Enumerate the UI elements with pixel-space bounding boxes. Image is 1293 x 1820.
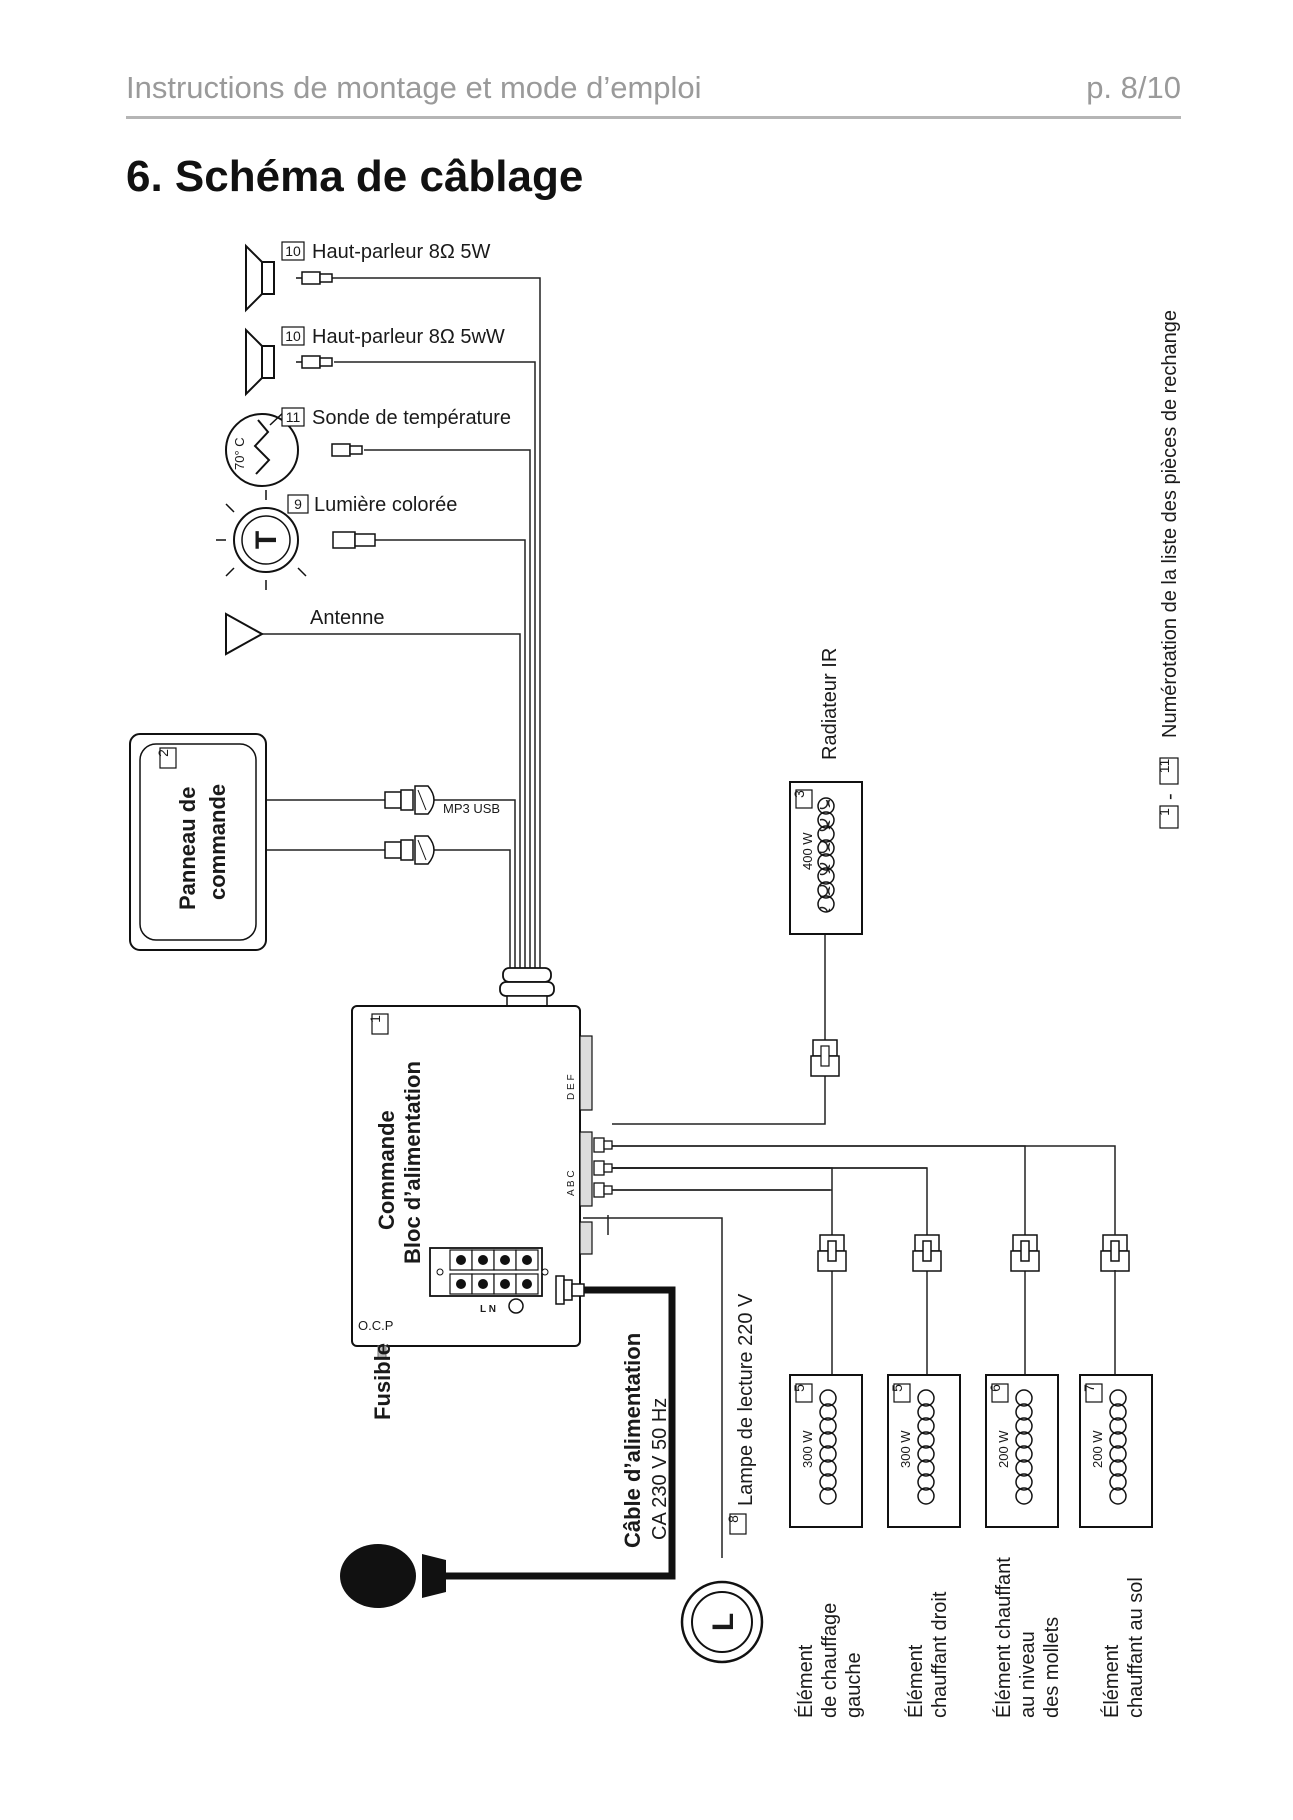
- heater-left-label-line2: de chauffage: [819, 1603, 841, 1718]
- heater-floor: 7 200 W Élément chauffant au sol: [1079, 1374, 1153, 1718]
- legend-range-end: 11: [1156, 759, 1172, 774]
- control-box-label-line2: Bloc d’alimentation: [400, 1061, 425, 1264]
- lamp-letter: L: [707, 1613, 740, 1631]
- speaker-icon: [245, 327, 275, 397]
- connector-icon: [331, 443, 363, 457]
- part-number: 11: [286, 409, 301, 425]
- antenna-label: Antenne: [310, 607, 385, 629]
- ir-radiator-label: Radiateur IR: [819, 648, 841, 760]
- port-labels-def: D E F: [566, 1074, 577, 1100]
- temperature-sensor: 70° C 11 Sonde de température: [225, 407, 511, 487]
- speaker-2-label: Haut-parleur 8Ω 5wW: [312, 326, 505, 348]
- heater-floor-label-line2: chauffant au sol: [1125, 1577, 1147, 1718]
- connector-icon: [296, 355, 333, 369]
- ground-icon: [508, 1298, 524, 1314]
- control-panel-label-line2: commande: [205, 784, 230, 900]
- speaker-1-label: Haut-parleur 8Ω 5W: [312, 241, 490, 263]
- part-number: 5: [791, 1384, 807, 1392]
- part-number: 10: [285, 328, 301, 344]
- section-title: 6. Schéma de câblage: [126, 152, 584, 201]
- heater-right-power: 300 W: [898, 1430, 913, 1468]
- heater-right-label-line1: Élément: [904, 1644, 927, 1718]
- reading-lamp: L 8 Lampe de lecture 220 V: [680, 1293, 764, 1664]
- heater-left-label-line3: gauche: [843, 1652, 865, 1718]
- light-letter: T: [250, 531, 283, 549]
- reading-lamp-label: Lampe de lecture 220 V: [735, 1293, 757, 1506]
- part-number: 1: [367, 1015, 383, 1023]
- part-number: 8: [725, 1515, 741, 1523]
- part-number: 2: [155, 749, 171, 757]
- document-title: Instructions de montage et mode d’emploi: [126, 70, 702, 105]
- speaker-1: 10 Haut-parleur 8Ω 5W: [245, 241, 490, 313]
- terminal-block: L N: [429, 1247, 549, 1315]
- thermometer-icon: 70° C: [225, 409, 299, 487]
- sensor-temperature-text: 70° C: [232, 437, 247, 470]
- power-cable-gland: [555, 1275, 585, 1305]
- part-number: 9: [294, 496, 302, 512]
- port-labels-abc: A B C: [566, 1170, 577, 1196]
- connector-icon: [332, 531, 376, 549]
- power-cable-label-line2: CA 230 V 50 Hz: [649, 1398, 671, 1540]
- power-plug-icon: [340, 1544, 446, 1608]
- parts-numbering-legend: 1 - 11 Numérotation de la liste des pièc…: [1156, 310, 1181, 829]
- panel-connector-upper: [384, 785, 435, 815]
- part-number: 7: [1081, 1384, 1097, 1392]
- ir-radiator: 3 400 W Radiateur IR: [789, 648, 863, 935]
- ir-connector-icon: [810, 1039, 840, 1077]
- terminal-labels: L N: [480, 1304, 496, 1315]
- heater-right: 5 300 W Élément chauffant droit: [887, 1374, 961, 1718]
- cable-gland: [499, 967, 555, 1007]
- legend-range-separator: -: [1159, 793, 1181, 800]
- temperature-sensor-label: Sonde de température: [312, 407, 511, 429]
- heater-calf: 6 200 W Élément chauffant au niveau des …: [985, 1374, 1063, 1718]
- heater-calf-label-line3: des mollets: [1041, 1617, 1063, 1718]
- heater-calf-power: 200 W: [996, 1430, 1011, 1468]
- fuse-label: Fusible: [370, 1343, 395, 1420]
- antenna-icon: [225, 612, 265, 656]
- heater-connectors: [817, 1234, 1130, 1272]
- heater-floor-power: 200 W: [1090, 1430, 1105, 1468]
- mp3-usb-label: MP3 USB: [443, 801, 500, 816]
- header-rule: [126, 116, 1181, 119]
- port-lamp: [579, 1221, 593, 1255]
- heater-calf-label-line2: au niveau: [1017, 1631, 1039, 1718]
- heater-left: 5 300 W Élément de chauffage gauche: [789, 1374, 865, 1718]
- control-box: 1 Commande Bloc d’alimentation D E F A B…: [351, 1005, 613, 1347]
- heater-left-label-line1: Élément: [794, 1644, 817, 1718]
- heater-left-power: 300 W: [800, 1430, 815, 1468]
- colored-light: T 9 Lumière colorée: [216, 490, 457, 590]
- fuse: Fusible: [370, 1343, 395, 1420]
- panel-connector-lower: [384, 835, 435, 865]
- part-number: 5: [889, 1384, 905, 1392]
- part-number: 6: [987, 1384, 1003, 1392]
- ir-radiator-power: 400 W: [800, 832, 815, 870]
- antenna: Antenne: [225, 607, 385, 656]
- heater-right-label-line2: chauffant droit: [929, 1591, 951, 1718]
- control-panel: 2 Panneau de commande: [129, 733, 267, 951]
- speaker-icon: [245, 243, 275, 313]
- control-panel-label-line1: Panneau de: [175, 787, 200, 910]
- part-number: 10: [285, 243, 301, 259]
- port-strip-abc: [579, 1131, 593, 1207]
- heater-floor-label-line1: Élément: [1100, 1644, 1123, 1718]
- ocp-label: O.C.P: [358, 1318, 393, 1333]
- connector-icon: [296, 271, 333, 285]
- lamp-icon: L: [680, 1580, 764, 1664]
- colored-light-label: Lumière colorée: [314, 494, 457, 516]
- power-cable: [446, 1286, 676, 1580]
- page-number: p. 8/10: [1086, 70, 1181, 105]
- part-number: 3: [791, 790, 807, 798]
- heater-calf-label-line1: Élément chauffant: [992, 1557, 1015, 1718]
- legend-text: Numérotation de la liste des pièces de r…: [1159, 310, 1181, 738]
- light-bulb-icon: T: [216, 490, 307, 590]
- legend-range-start: 1: [1156, 808, 1172, 816]
- control-box-label-line1: Commande: [374, 1110, 399, 1230]
- power-cable-label-line1: Câble d’alimentation: [620, 1333, 645, 1548]
- port-strip-def: [579, 1035, 593, 1111]
- speaker-2: 10 Haut-parleur 8Ω 5wW: [245, 326, 505, 397]
